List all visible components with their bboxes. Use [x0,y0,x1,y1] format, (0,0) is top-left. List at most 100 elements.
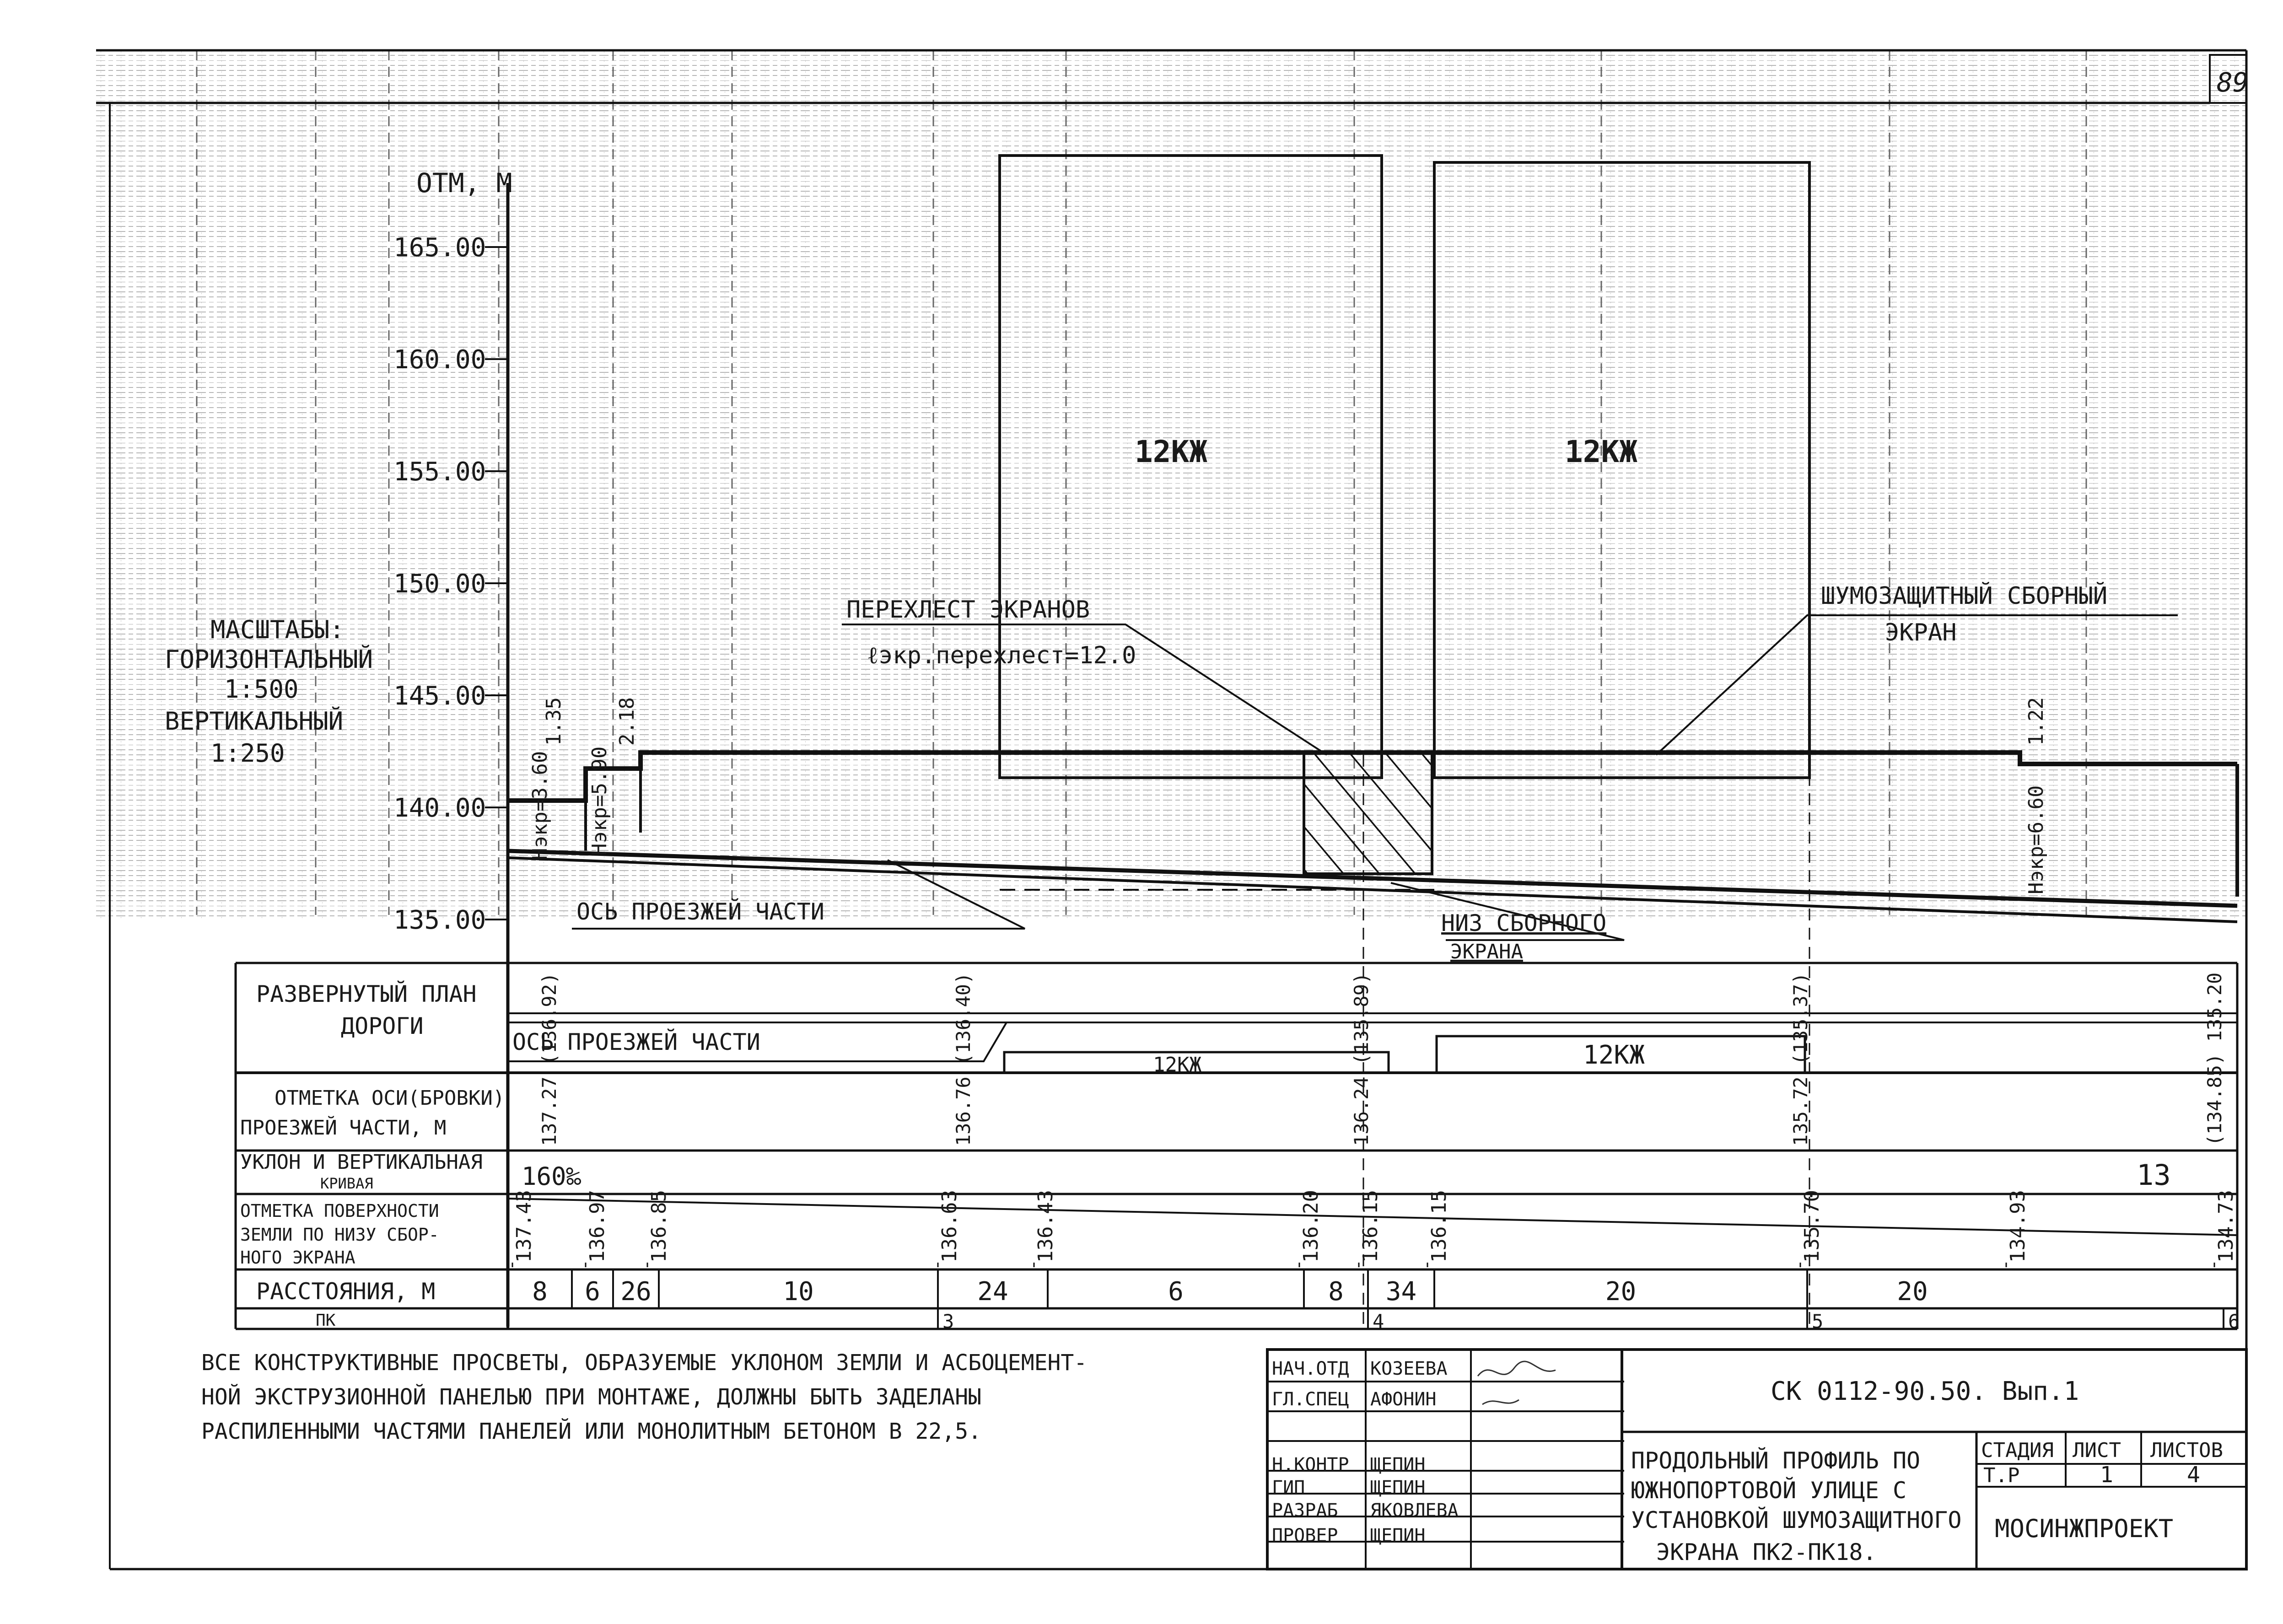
row-axis-elev-2: ПРОЕЗЖЕЙ ЧАСТИ, М [240,1115,446,1140]
row-ground-3: НОГО ЭКРАНА [240,1248,355,1268]
slope-value-2: 13 [2137,1158,2171,1192]
role-name: АФОНИН [1370,1389,1437,1410]
noise-screen-label-2: ЭКРАН [1885,619,1957,646]
axis-elevation-value: 135.72 (135.37) [1789,973,1812,1146]
axis-line [507,856,2238,923]
row-ground-2: ЗЕМЛИ ПО НИЗУ СБОР- [240,1225,439,1245]
sheets-label: ЛИСТОВ [2150,1439,2223,1462]
h-screen-3: Hэкр=6.60 [2025,785,2048,894]
elevation-tick-label: 150.00 [393,569,486,599]
note-line-1: ВСЕ КОНСТРУКТИВНЫЕ ПРОСВЕТЫ, ОБРАЗУЕМЫЕ … [201,1350,1087,1376]
row-distance: РАССТОЯНИЯ, М [256,1278,435,1305]
dim-135: 1.35 [542,697,565,746]
axis-road-label: ОСЬ ПРОЕЗЖЕЙ ЧАСТИ [576,898,824,925]
picket-number: 4 [1373,1310,1384,1333]
ground-elevation-value: 136.63 [938,1190,961,1263]
role-label: ПРОВЕР [1272,1525,1338,1546]
plan-building-1 [1003,1051,1390,1074]
elevation-tick-label: 145.00 [393,681,486,711]
ground-elevation-values: 137.43 136.97 136.85 136.63 136.43 136.20 136.… [512,1190,2238,1267]
distance-value: 6 [585,1277,600,1307]
sheet-label: ЛИСТ [2073,1439,2121,1462]
organization: МОСИНЖПРОЕКТ [1995,1514,2173,1543]
graph-paper [96,50,2246,920]
elevation-tick-label: 165.00 [393,233,486,263]
elevation-tick-label: 135.00 [393,905,486,935]
dim-122: 1.22 [2025,697,2048,746]
distance-value: 6 [1168,1277,1184,1307]
sheet-value: 1 [2100,1462,2113,1488]
overlap-length-label: ℓэкр.перехлест=12.0 [867,642,1136,669]
page-number: 89 [2217,67,2249,98]
picket-number: 5 [1812,1310,1823,1333]
ground-elevation-value: 135.70 [1800,1190,1824,1263]
elevation-tick-label: 140.00 [393,793,486,823]
dim-218: 2.18 [615,697,639,746]
drawing-title-4: ЭКРАНА ПК2-ПК18. [1656,1539,1877,1565]
ground-elevation-value: 136.15 [1427,1190,1451,1263]
plan-building-label-1: 12КЖ [1153,1053,1201,1076]
ground-elevation-value: 136.20 [1299,1190,1323,1263]
axis-elevation-value: 136.76 (136.40) [952,973,975,1146]
drawing-title-2: ЮЖНОПОРТОВОЙ УЛИЦЕ С [1631,1477,1906,1504]
ground-elevation-value: 134.73 [2214,1190,2238,1263]
row-slope-2: КРИВАЯ [320,1175,373,1192]
role-label: НАЧ.ОТД [1272,1358,1349,1379]
dimension-labels: 1.35 2.18 1.22 Hэкр=3.60 Hэкр=5.90 Hэкр=… [528,697,2048,894]
role-name: ЩЕПИН [1370,1454,1425,1475]
distance-value: 24 [977,1277,1008,1307]
ground-elevation-value: 137.43 [512,1190,536,1263]
ground-line [507,849,2238,908]
note-line-2: НОЙ ЭКСТРУЗИОННОЙ ПАНЕЛЬЮ ПРИ МОНТАЖЕ, Д… [201,1384,981,1410]
general-note: ВСЕ КОНСТРУКТИВНЫЕ ПРОСВЕТЫ, ОБРАЗУЕМЫЕ … [201,1350,1087,1444]
distance-value: 8 [1328,1277,1344,1307]
row-labels: ОТМЕТКА ОСИ(БРОВКИ) ПРОЕЗЖЕЙ ЧАСТИ, М УК… [240,1086,505,1330]
distance-value: 20 [1605,1277,1636,1307]
role-label: ГЛ.СПЕЦ [1272,1389,1349,1410]
note-line-3: РАСПИЛЕННЫМИ ЧАСТЯМИ ПАНЕЛЕЙ ИЛИ МОНОЛИТ… [201,1418,981,1444]
role-name: ЯКОВЛЕВА [1370,1500,1459,1521]
screen-overlap-hatch [1303,751,1433,875]
plan-building-2 [1435,1035,1806,1074]
picket-number: 3 [942,1310,954,1333]
bottom-screen-label-2: ЭКРАНА [1450,940,1523,963]
scale-vertical-label: ВЕРТИКАЛЬНЫЙ [165,707,343,736]
role-name: КОЗЕЕВА [1370,1358,1448,1379]
drawing-title-3: УСТАНОВКОЙ ШУМОЗАЩИТНОГО [1631,1506,1961,1533]
plan-axis-line [508,1022,1007,1062]
bottom-screen-label-1: НИЗ СБОРНОГО [1441,910,1606,936]
axis-elevation-value: (134.85) 135.20 [2203,973,2226,1146]
sheets-value: 4 [2187,1462,2200,1488]
title-block-lines [1266,1348,2248,1570]
role-label: ГИП [1272,1477,1305,1498]
role-name: ЩЕПИН [1370,1477,1425,1498]
distance-value: 26 [620,1277,651,1307]
ground-elevation-value: 136.97 [586,1190,609,1263]
picket-number: 6 [2228,1310,2240,1333]
distance-value: 34 [1386,1277,1416,1307]
row-pk: ПК [316,1311,336,1330]
ground-elevation-value: 136.15 [1359,1190,1382,1263]
role-label: РАЗРАБ [1272,1500,1338,1521]
overlap-label: ПЕРЕХЛЕСТ ЭКРАНОВ [846,596,1090,624]
scales-block: МАСШТАБЫ: ГОРИЗОНТАЛЬНЫЙ 1:500 ВЕРТИКАЛЬ… [165,615,373,768]
slope-value-1: 160‰ [522,1162,582,1191]
grid-columns [196,50,2087,915]
plan-axis-label: ОСЬ ПРОЕЗЖЕЙ ЧАСТИ [512,1028,760,1055]
plan-label-1: РАЗВЕРНУТЫЙ ПЛАН [256,980,477,1007]
row-slope-1: УКЛОН И ВЕРТИКАЛЬНАЯ [240,1151,483,1174]
ground-elevation-value: 136.85 [647,1190,671,1263]
building-outlines [998,154,1811,779]
ground-elevation-value: 136.43 [1034,1190,1057,1263]
axis-elevation-values: 137.27 (136.92)136.76 (136.40)136.24 (13… [538,973,2226,1146]
plan-label-2: ДОРОГИ [341,1013,424,1039]
distance-value: 10 [783,1277,813,1307]
drawing-title-1: ПРОДОЛЬНЫЙ ПРОФИЛЬ ПО [1631,1447,1920,1474]
role-name: ЩЕПИН [1370,1525,1425,1546]
row-axis-elev-1: ОТМЕТКА ОСИ(БРОВКИ) [275,1086,505,1110]
signature-kozeeva [1477,1361,1556,1377]
annotation-leaders [572,614,2178,941]
building-label-1: 12КЖ [1135,434,1207,469]
